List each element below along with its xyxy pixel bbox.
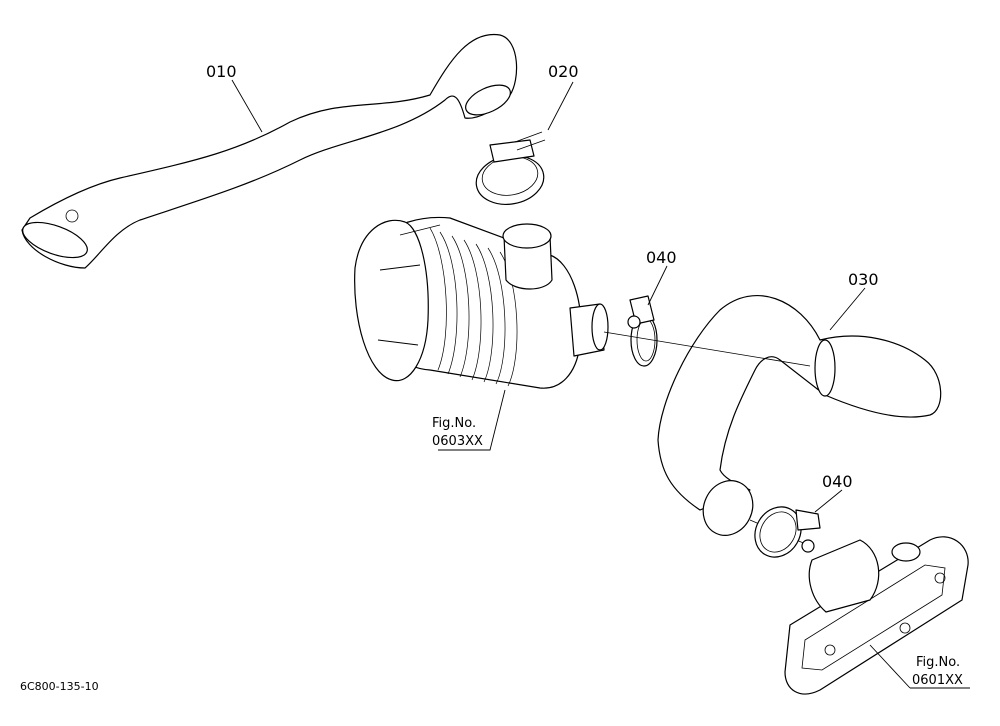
figref-manifold-line1: Fig.No. xyxy=(916,655,960,670)
callout-030: 030 xyxy=(848,270,879,289)
intake-manifold[interactable] xyxy=(784,536,969,695)
elbow-hose-030[interactable] xyxy=(657,294,942,544)
callout-040-lower: 040 xyxy=(822,472,853,491)
callout-010: 010 xyxy=(206,62,237,81)
air-cleaner-assembly[interactable] xyxy=(354,216,609,389)
intake-pipe-010[interactable] xyxy=(18,33,518,269)
callout-040-upper: 040 xyxy=(646,248,677,267)
hose-clamp-040-upper[interactable] xyxy=(627,295,658,367)
drawing-code: 6C800-135-10 xyxy=(20,680,99,693)
figref-air-cleaner-line1: Fig.No. xyxy=(432,416,476,431)
leader-lines xyxy=(231,79,970,689)
figref-manifold-line2: 0601XX xyxy=(912,673,963,688)
callout-020: 020 xyxy=(548,62,579,81)
hose-clamp-040-lower[interactable] xyxy=(746,498,821,565)
hose-clamp-020[interactable] xyxy=(472,131,547,210)
figref-air-cleaner-line2: 0603XX xyxy=(432,434,483,449)
